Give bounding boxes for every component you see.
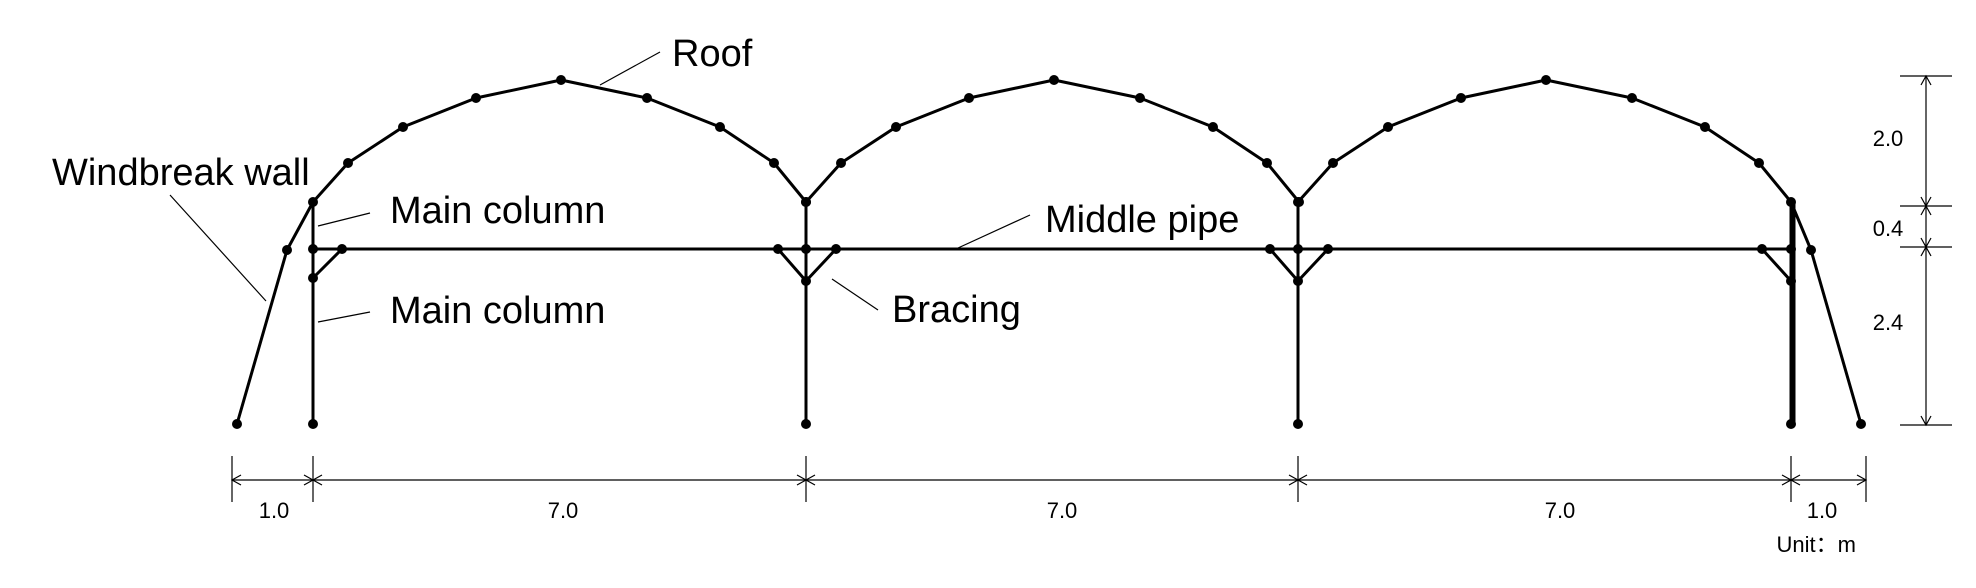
roof-node [1627,93,1637,103]
frame-node [1323,244,1333,254]
frame-node [232,419,242,429]
dimension-lines [230,74,1952,502]
roof-node [801,197,811,207]
nodes [232,75,1866,429]
frame-node [801,276,811,286]
roof-node [556,75,566,85]
label-windbreak-wall: Windbreak wall [52,152,310,194]
frame-node [1293,276,1303,286]
structure [235,78,1863,426]
roof-node [1700,122,1710,132]
frame-node [1265,244,1275,254]
roof-node [1328,158,1338,168]
frame-node [1856,419,1866,429]
roof-node [1541,75,1551,85]
roof-node [308,197,318,207]
leader-lines [169,51,1031,323]
frame-node [1293,419,1303,429]
label-main-column-upper: Main column [390,190,605,232]
frame-node [308,419,318,429]
windbreak-wall [1789,200,1863,426]
roof-node [471,93,481,103]
frame-node [1757,244,1767,254]
roof-node [891,122,901,132]
label-main-column-lower: Main column [390,290,605,332]
roof-node [1262,158,1272,168]
roof-node [964,93,974,103]
dimension-arrow [1920,415,1932,427]
leader-line [317,311,371,323]
frame-node [1786,419,1796,429]
frame-node [337,244,347,254]
frame-node [282,245,292,255]
dimension-arrow [1789,474,1801,486]
dimension-arrow [1920,74,1932,86]
roof-node [1049,75,1059,85]
roof-node [1754,158,1764,168]
leader-line [169,194,267,302]
leader-line [831,278,879,311]
roof-node [836,158,846,168]
unit-label: Unit：m [1777,532,1856,557]
frame-node [773,244,783,254]
roof-node [343,158,353,168]
label-bracing: Bracing [892,289,1021,331]
frame-node [801,419,811,429]
label-roof: Roof [672,33,753,75]
dimension-arrow [1920,204,1932,216]
dim-v-column: 2.4 [1873,310,1904,335]
dimension-arrow [804,474,816,486]
roof-node [1456,93,1466,103]
roof-node [398,122,408,132]
dimension-arrow [1920,245,1932,257]
leader-line [599,51,661,86]
roof-arch [804,78,1301,204]
dimension-arrow [311,474,323,486]
roof-arch [1296,78,1793,204]
roof-node [1293,197,1303,207]
dimension-arrow [1856,474,1868,486]
frame-node [308,244,318,254]
dim-v-middle: 0.4 [1873,216,1904,241]
dimension-arrow [230,474,242,486]
dim-h-5: 1.0 [1807,498,1838,523]
roof-node [1135,93,1145,103]
dim-h-1: 1.0 [259,498,290,523]
bracing [1760,247,1793,283]
dim-h-2: 7.0 [548,498,579,523]
frame-node [308,273,318,283]
roof-node [642,93,652,103]
frame-node [1806,245,1816,255]
frame-node [831,244,841,254]
roof-node [769,158,779,168]
roof-node [1383,122,1393,132]
label-middle-pipe: Middle pipe [1045,199,1239,241]
dim-h-4: 7.0 [1545,498,1576,523]
roof-arch [311,78,808,204]
leader-line [317,212,371,227]
roof-node [1208,122,1218,132]
windbreak-wall [235,200,315,426]
dimension-arrow [1296,474,1308,486]
frame-node [1786,244,1796,254]
bracing [311,247,344,280]
leader-line [957,214,1031,249]
dim-v-roof: 2.0 [1873,126,1904,151]
roof-node [1786,197,1796,207]
dim-h-3: 7.0 [1047,498,1078,523]
roof-node [715,122,725,132]
frame-node [1293,244,1303,254]
frame-node [1786,276,1796,286]
frame-node [801,244,811,254]
